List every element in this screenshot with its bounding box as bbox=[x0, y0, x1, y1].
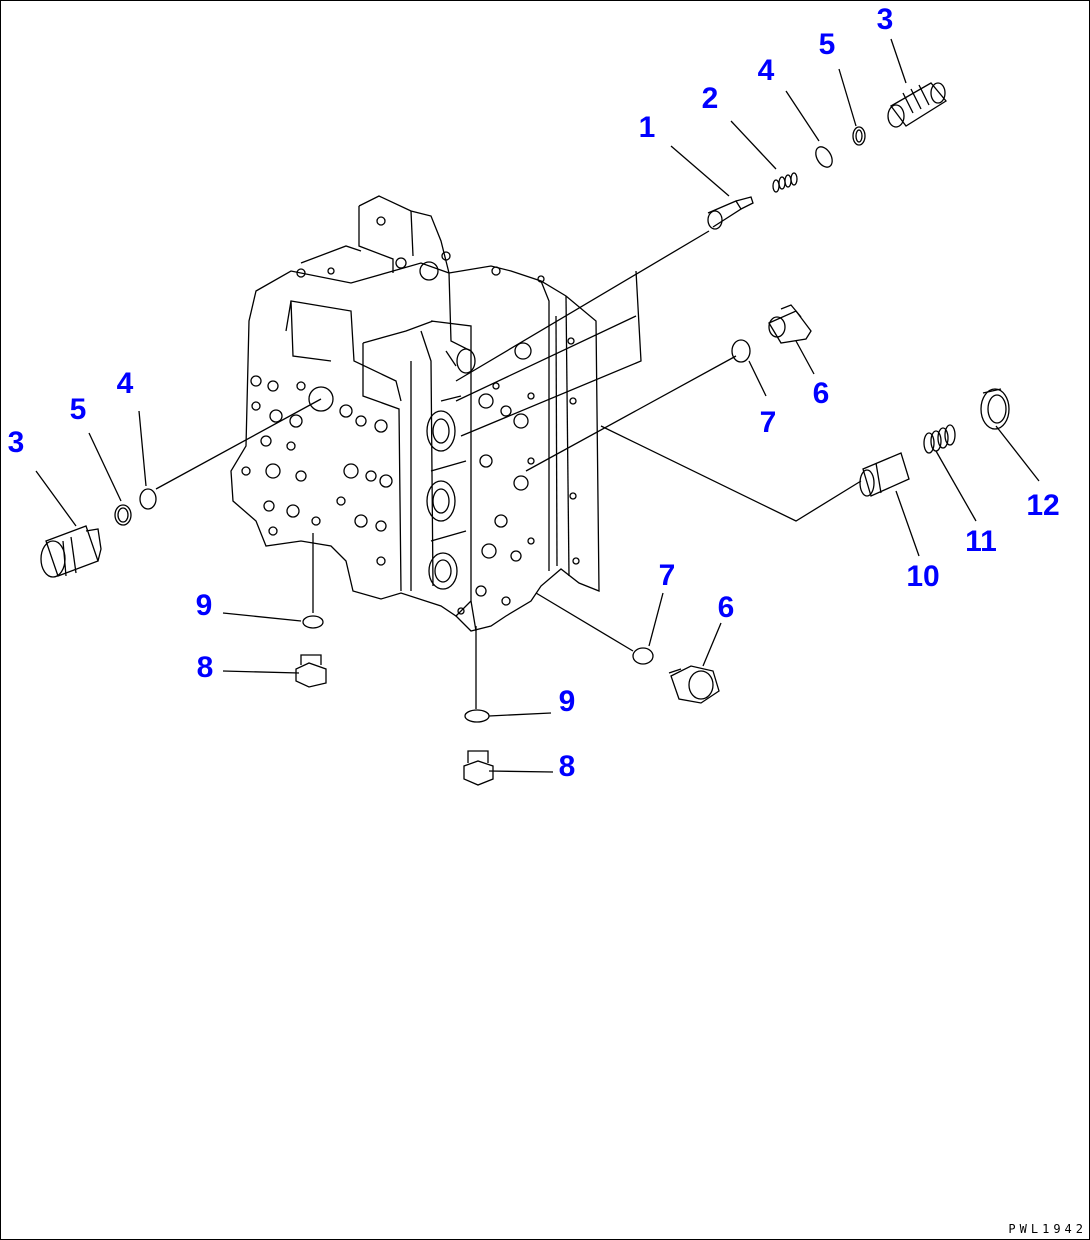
part-7-oring-lower bbox=[632, 647, 654, 665]
callout-5-top: 5 bbox=[819, 28, 836, 61]
part-7-oring bbox=[731, 339, 751, 363]
callout-4-top: 4 bbox=[758, 54, 775, 87]
leader-lines bbox=[35, 38, 1040, 773]
part-5-ring bbox=[852, 126, 866, 146]
callout-9-left: 9 bbox=[196, 589, 213, 622]
callout-3-left: 3 bbox=[8, 426, 25, 459]
part-6-plug bbox=[768, 304, 812, 344]
callout-10: 10 bbox=[906, 560, 939, 593]
part-3-plug-left bbox=[40, 525, 102, 578]
callout-3-top: 3 bbox=[877, 3, 894, 36]
part-1-pin bbox=[707, 196, 754, 230]
part-3-plug bbox=[887, 82, 947, 128]
callout-6-lower: 6 bbox=[718, 591, 735, 624]
callout-7-lower: 7 bbox=[659, 559, 676, 592]
drawing-code: PWL1942 bbox=[1008, 1222, 1087, 1236]
callout-6-upper: 6 bbox=[813, 377, 830, 410]
callout-8-left: 8 bbox=[197, 651, 214, 684]
part-9-oring bbox=[302, 615, 324, 629]
valve-body bbox=[230, 195, 600, 632]
callout-11: 11 bbox=[965, 525, 997, 558]
callout-7-upper: 7 bbox=[760, 406, 777, 439]
callout-9-lower: 9 bbox=[559, 685, 576, 718]
part-4-oring bbox=[815, 146, 833, 168]
callout-12: 12 bbox=[1026, 489, 1059, 522]
part-8-plug bbox=[295, 654, 327, 688]
callout-2: 2 bbox=[702, 82, 719, 115]
part-4-oring-left bbox=[139, 488, 157, 510]
part-8-plug-lower bbox=[463, 750, 494, 786]
callout-8-lower: 8 bbox=[559, 750, 576, 783]
part-10-plug bbox=[859, 452, 910, 497]
callout-4-left: 4 bbox=[117, 367, 134, 400]
part-2-spring bbox=[772, 172, 798, 193]
part-5-ring-left bbox=[114, 504, 132, 526]
part-9-oring-lower bbox=[464, 709, 490, 723]
callout-5-left: 5 bbox=[70, 393, 87, 426]
part-12-ring bbox=[980, 388, 1010, 430]
part-6-plug-lower bbox=[668, 665, 720, 704]
callout-1: 1 bbox=[639, 111, 656, 144]
part-11-spring bbox=[923, 424, 956, 454]
callout-labels: 1 2 3 4 5 3 5 4 6 7 10 11 12 9 8 7 6 9 8 bbox=[8, 3, 1060, 783]
